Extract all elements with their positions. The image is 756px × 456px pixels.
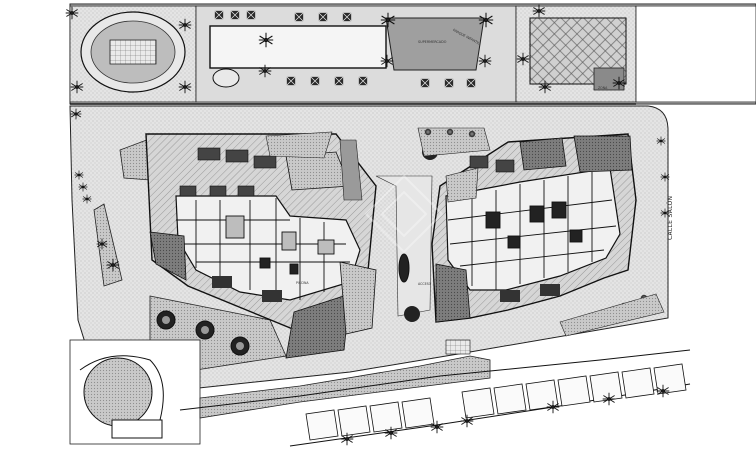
umbrella-table-icon — [230, 10, 240, 20]
garden-light-center — [339, 261, 377, 335]
planter-right-bottom — [559, 293, 665, 337]
umbrella-table-icon — [358, 76, 368, 86]
road-edge — [179, 349, 691, 411]
center-top-lawn — [265, 131, 333, 159]
small-structure — [111, 419, 163, 439]
garden-right-low — [435, 263, 471, 323]
zone-label: ZONA — [598, 86, 608, 90]
roundabout-arc — [79, 355, 164, 421]
pool — [209, 25, 387, 69]
top-right-lot — [635, 5, 756, 103]
shrub-icon — [424, 128, 432, 136]
umbrella-table-icon — [310, 76, 320, 86]
umbrella-table-icon — [318, 12, 328, 22]
stairs — [445, 339, 471, 355]
garden-dark-right-2 — [573, 135, 633, 173]
top-amenity-strip — [69, 3, 756, 105]
umbrella-table-icon — [246, 10, 256, 20]
garden-right-top — [445, 167, 479, 203]
bottom-area — [69, 339, 691, 447]
main-site — [69, 105, 670, 393]
round-planters — [156, 310, 250, 356]
plaza-right-tiles — [529, 17, 627, 85]
umbrella-table-icon — [334, 76, 344, 86]
parking-bays — [305, 363, 687, 441]
building-right-walls — [447, 172, 617, 290]
roundabout — [83, 357, 153, 427]
center-wedge — [339, 139, 363, 201]
building-left-walls — [176, 198, 350, 300]
umbrella-table-icon — [342, 12, 352, 22]
garden-dark-right-1 — [519, 137, 567, 171]
garden-dark-left — [149, 231, 187, 281]
road-edge-2 — [289, 383, 691, 447]
watermark-logo — [364, 174, 444, 254]
umbrella-table-icon — [286, 76, 296, 86]
umbrella-table-icon — [466, 78, 476, 88]
shrub-icon — [446, 128, 454, 136]
umbrella-table-icon — [294, 12, 304, 22]
bottom-path — [199, 355, 491, 419]
street-label: CALLE SALÓN — [667, 195, 674, 240]
round-planter-center — [404, 306, 420, 322]
planter-left-2 — [93, 203, 123, 287]
pool-label: PISCINA — [296, 281, 309, 285]
umbrella-table-icon — [420, 78, 430, 88]
umbrella-table-icon — [214, 10, 224, 20]
center-pond — [398, 253, 410, 283]
supermarket-block — [385, 17, 485, 71]
garden-dark-center — [285, 293, 351, 359]
umbrella-table-icon — [444, 78, 454, 88]
jacuzzi — [212, 68, 240, 88]
shrub-icon — [468, 130, 476, 138]
plaza-left-cross — [109, 39, 157, 65]
supermarket-label: SUPERMERCADO — [418, 40, 447, 44]
access-label: ACCESO — [418, 282, 432, 286]
